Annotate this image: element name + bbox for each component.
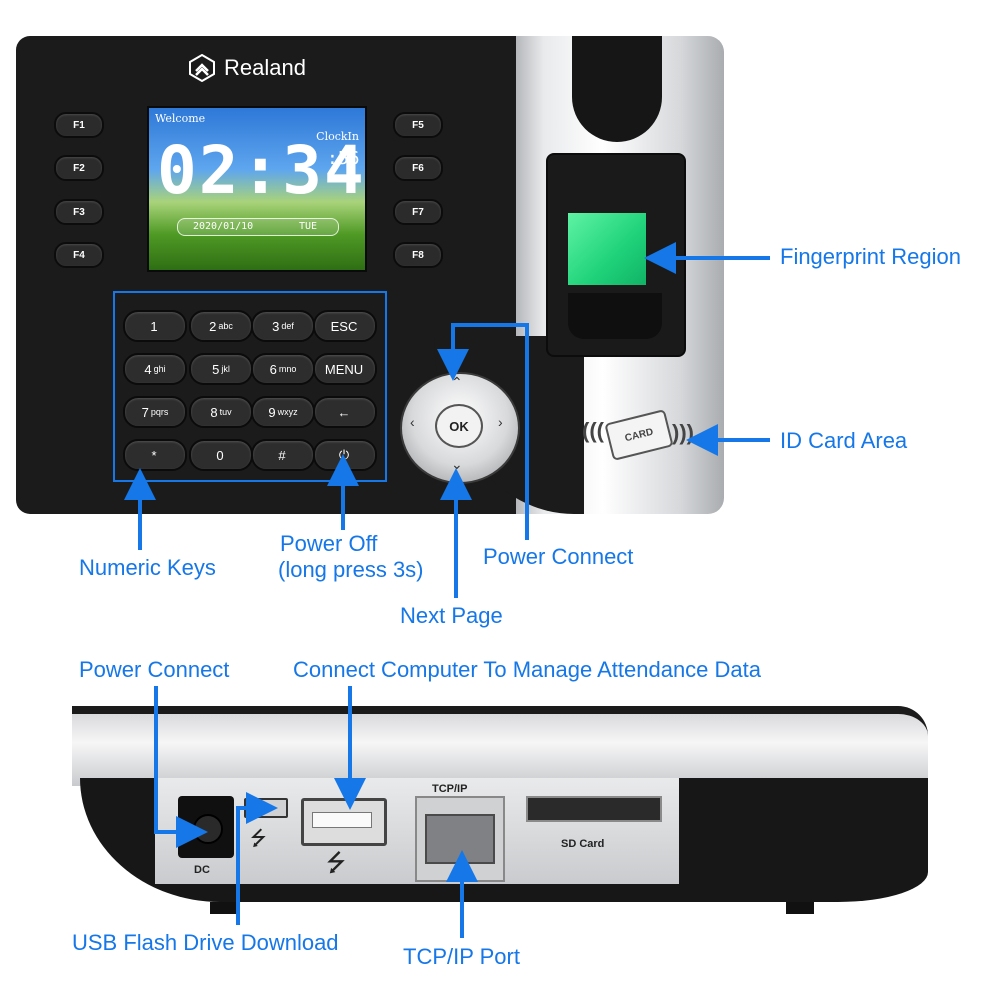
f8-key[interactable]: F8 — [393, 242, 443, 268]
callout-power-off: Power Off — [280, 531, 378, 556]
screen-date: 2020/01/10 — [193, 221, 254, 232]
numeric-keys-highlight — [113, 291, 387, 482]
key-main: 8 — [210, 404, 218, 420]
fingerprint-sensor[interactable] — [568, 213, 646, 285]
key-sub: pqrs — [150, 407, 169, 417]
key-sub: abc — [218, 321, 233, 331]
f1-key[interactable]: F1 — [54, 112, 104, 138]
power-icon: ⏻ — [338, 447, 350, 462]
callout-power-off-note: (long press 3s) — [278, 557, 424, 582]
sd-card-slot[interactable] — [526, 796, 662, 822]
key-main: 2 — [209, 318, 217, 334]
usb-a-tongue — [312, 812, 372, 828]
callout-power-connect-top: Power Connect — [483, 544, 634, 569]
key-main: * — [151, 447, 157, 463]
f6-key[interactable]: F6 — [393, 155, 443, 181]
nav-left-icon[interactable]: ‹ — [410, 414, 415, 430]
key-sub: def — [281, 321, 294, 331]
key-main: 6 — [269, 361, 277, 377]
key-main: 4 — [144, 361, 152, 377]
screen-day: TUE — [299, 221, 318, 232]
nav-down-icon[interactable]: ⌄ — [451, 456, 463, 472]
usb-icon: ⭍ — [326, 850, 346, 877]
key-main: ← — [337, 404, 351, 420]
ok-button[interactable]: OK — [435, 404, 483, 448]
tcpip-label: TCP/IP — [432, 783, 468, 795]
key-main: 0 — [216, 447, 224, 463]
key-0[interactable]: 0 — [189, 439, 253, 471]
callout-usb-flash-drive: USB Flash Drive Download — [72, 930, 339, 955]
device-foot-left — [210, 902, 238, 914]
key-sub: wxyz — [277, 407, 298, 417]
screen-date-bar — [177, 218, 339, 236]
key-star[interactable]: * — [123, 439, 187, 471]
screen-time: 02:34 — [157, 132, 366, 209]
key-main: ESC — [330, 318, 358, 334]
key-main: 1 — [150, 318, 158, 334]
key-sub: tuv — [219, 407, 232, 417]
callout-power-connect-bottom: Power Connect — [79, 657, 230, 682]
device-top-edge — [72, 706, 928, 786]
finger-rest — [568, 293, 662, 339]
f7-key[interactable]: F7 — [393, 199, 443, 225]
callout-id-card-area: ID Card Area — [780, 428, 908, 453]
callout-fingerprint-region: Fingerprint Region — [780, 244, 961, 269]
key-main: 3 — [272, 318, 280, 334]
f5-key[interactable]: F5 — [393, 112, 443, 138]
sd-card-label: SD Card — [561, 838, 605, 850]
f3-key[interactable]: F3 — [54, 199, 104, 225]
lcd-screen: Welcome ClockIn 02:34 :56 2020/01/10 TUE — [147, 106, 367, 272]
callout-tcpip-port: TCP/IP Port — [403, 944, 520, 969]
key-backspace[interactable]: ← — [313, 396, 377, 428]
dc-jack-hole — [193, 814, 223, 844]
brand-name: Realand — [224, 55, 306, 80]
mini-usb-port[interactable] — [244, 798, 288, 818]
callout-numeric-keys: Numeric Keys — [79, 555, 216, 580]
key-sub: jkl — [221, 364, 230, 374]
callout-next-page: Next Page — [400, 603, 503, 628]
key-hash[interactable]: # — [251, 439, 315, 471]
key-sub: ghi — [153, 364, 166, 374]
key-sub: mno — [278, 364, 297, 374]
f4-key[interactable]: F4 — [54, 242, 104, 268]
device-foot-right — [786, 902, 814, 914]
nav-right-icon[interactable]: › — [498, 414, 503, 430]
brand-logo: Realand — [188, 54, 306, 82]
ethernet-port[interactable] — [425, 814, 495, 864]
power-button[interactable]: ⏻ — [313, 439, 377, 471]
nav-up-icon[interactable]: ⌃ — [451, 374, 463, 390]
key-main: MENU — [324, 361, 364, 377]
key-menu[interactable]: MENU — [313, 353, 377, 385]
callout-connect-computer: Connect Computer To Manage Attendance Da… — [293, 657, 762, 682]
realand-logo-icon — [189, 54, 215, 82]
screen-welcome: Welcome — [155, 112, 206, 125]
key-main: # — [278, 447, 286, 463]
key-1[interactable]: 1 — [123, 310, 187, 342]
key-main: 5 — [212, 361, 220, 377]
f2-key[interactable]: F2 — [54, 155, 104, 181]
rfid-wave-left-icon: ((( — [582, 418, 604, 443]
key-main: 9 — [268, 404, 276, 420]
rfid-wave-right-icon: ))) — [672, 420, 694, 445]
key-esc[interactable]: ESC — [313, 310, 377, 342]
finger-guide-slot — [572, 36, 662, 142]
dc-label: DC — [194, 864, 210, 876]
screen-clockin: ClockIn — [316, 130, 359, 143]
key-main: 7 — [141, 404, 149, 420]
usb-icon: ⭍ — [250, 828, 267, 850]
screen-seconds: :56 — [327, 148, 360, 169]
